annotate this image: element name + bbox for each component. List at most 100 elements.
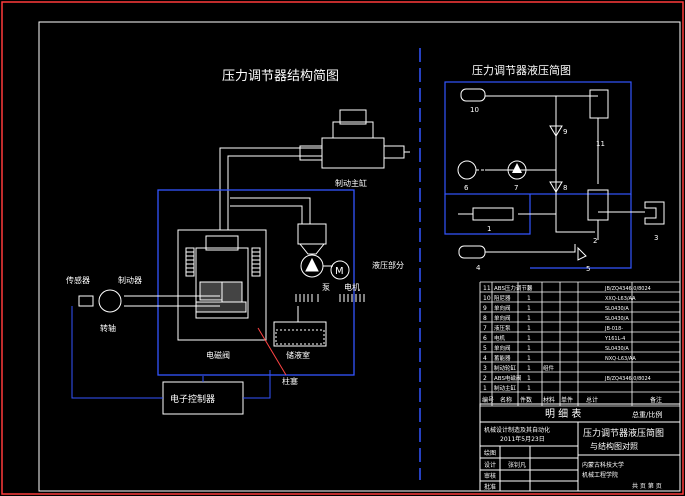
bom-cell-std: XXQ-L63/AA — [605, 296, 636, 302]
bom-cell-name: 阻尼器 — [494, 294, 511, 302]
bom-cell-qty: 1 — [527, 355, 531, 362]
svg-text:绘图: 绘图 — [484, 449, 496, 457]
solenoid-valve-2 — [587, 189, 609, 221]
bom-cell-qty: 1 — [527, 295, 531, 302]
bom-cell-no: 3 — [483, 365, 487, 372]
housing — [157, 189, 355, 376]
tb-sheet: 共 页 第 页 — [632, 482, 662, 490]
pipes — [219, 147, 322, 230]
solenoid-valve-11 — [589, 89, 609, 119]
master-cylinder — [299, 109, 410, 169]
bom-cell-name: 单向阀 — [494, 304, 511, 312]
bom-cell-name: 单向阀 — [494, 344, 511, 352]
bom-cell-std: JB-018- — [604, 326, 623, 332]
motor-6 — [457, 160, 477, 180]
bom-cell-std: SL0430/A — [605, 306, 629, 312]
tb-weight-scale: 总重/比例 — [632, 410, 662, 419]
bom-header-total: 总计 — [586, 396, 598, 404]
svg-text:3: 3 — [654, 234, 658, 242]
svg-text:审核: 审核 — [484, 472, 496, 480]
label-plunger: 柱塞 — [282, 376, 298, 386]
tb-rows: 绘图 设计 审核 批准 — [484, 449, 496, 491]
bom-header-qty: 件数 — [520, 396, 532, 404]
check-valve-8 — [549, 181, 563, 193]
tb-drawing-title2: 与结构图对照 — [590, 441, 638, 451]
motor-symbol: M — [335, 266, 344, 277]
component-numbers: 10 9 11 6 7 8 1 2 3 4 5 — [464, 106, 658, 273]
hydraulic-frame — [444, 81, 632, 195]
bom-cell-no: 7 — [483, 325, 487, 332]
svg-text:6: 6 — [464, 184, 469, 192]
svg-text:5: 5 — [586, 265, 590, 273]
pump-assembly — [297, 223, 350, 280]
bom-cell-no: 2 — [483, 375, 487, 382]
label-brake: 制动器 — [118, 275, 142, 285]
tb-drawing-title: 压力调节器液压简图 — [583, 427, 664, 439]
signal-wires — [71, 306, 271, 399]
svg-text:11: 11 — [596, 140, 605, 148]
svg-text:7: 7 — [514, 184, 518, 192]
bom-cell-qty: 1 — [527, 315, 531, 322]
bom-cell-std: NXQ-L63/AA — [605, 356, 636, 362]
bom-cell-name: ABS压力调节器 — [494, 284, 533, 292]
bom-cell-qty: 1 — [527, 335, 531, 342]
tb-college: 机械工程学院 — [582, 471, 618, 479]
cylinder-1 — [472, 207, 514, 221]
bom-cell-std: Y161L-4 — [604, 336, 625, 342]
right-title: 压力调节器液压简图 — [472, 63, 571, 77]
label-sensor: 传感器 — [66, 275, 90, 285]
label-hydraulic-section: 液压部分 — [372, 260, 404, 270]
svg-text:4: 4 — [476, 264, 481, 272]
bom-header-material: 材料 — [543, 396, 555, 404]
svg-text:10: 10 — [470, 106, 479, 114]
left-title: 压力调节器结构简图 — [222, 68, 339, 84]
bom-header-no: 编号 — [482, 396, 494, 404]
coil-left — [185, 247, 195, 277]
check-valve-9 — [549, 125, 563, 137]
bom-cell-std: JB/ZQ4346.0/8024 — [604, 376, 651, 382]
bom-cell-no: 1 — [483, 385, 487, 392]
plunger-leader — [257, 327, 287, 376]
tb-school: 内蒙古科技大学 — [582, 461, 624, 469]
bom-header-remark: 备注 — [650, 396, 662, 404]
tb-date: 2011年5月23日 — [500, 435, 545, 443]
label-reservoir: 储液室 — [286, 350, 310, 360]
svg-text:9: 9 — [563, 128, 567, 136]
bom-cell-name: 制动轮缸 — [494, 364, 517, 372]
tb-student: 张钊凡 — [508, 461, 526, 469]
bom-cell-qty: 1 — [527, 345, 531, 352]
check-valve-5 — [577, 246, 587, 261]
bom-header-unit: 单件 — [561, 396, 573, 404]
damper-10 — [460, 88, 486, 102]
bom-cell-qty: 1 — [527, 365, 531, 372]
bom-cell-name: ABS电磁阀 — [494, 374, 521, 382]
bom-cell-no: 8 — [483, 315, 487, 322]
shaft — [78, 289, 220, 313]
bom-cell-name: 制动主缸 — [494, 384, 517, 392]
label-pump: 泵 — [322, 283, 330, 292]
hydraulic-frame-lower2 — [530, 194, 632, 269]
label-motor: 电机 — [344, 282, 360, 292]
accumulator-4 — [458, 245, 486, 259]
solenoid-valve — [177, 229, 267, 341]
inner-frame — [38, 21, 681, 492]
svg-text:8: 8 — [563, 184, 567, 192]
bom-cell-material: 组件 — [543, 364, 555, 372]
pump-7-arrow — [512, 163, 522, 173]
label-master-cylinder: 制动主缸 — [335, 178, 367, 188]
bom-cell-no: 5 — [483, 345, 487, 352]
bom-cell-no: 10 — [483, 295, 491, 302]
bom-cell-no: 4 — [483, 355, 487, 362]
svg-text:1: 1 — [487, 225, 491, 233]
svg-text:批准: 批准 — [484, 483, 496, 491]
bom-cell-qty: 1 — [527, 385, 531, 392]
bom-cell-std: SL0430/A — [605, 316, 629, 322]
bom-cell-name: 蓄能器 — [494, 354, 511, 362]
bom-cell-qty: 1 — [527, 375, 531, 382]
armature — [195, 281, 247, 313]
label-shaft: 转轴 — [100, 323, 116, 333]
